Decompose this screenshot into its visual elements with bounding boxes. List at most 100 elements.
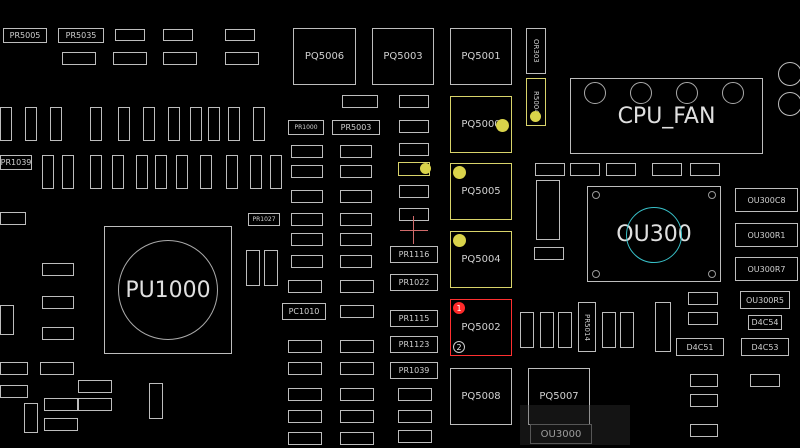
component-small[interactable] bbox=[291, 145, 323, 158]
component-small[interactable] bbox=[44, 398, 78, 411]
component-small[interactable] bbox=[540, 312, 554, 348]
pin-1-marker[interactable]: 1 bbox=[453, 302, 465, 314]
component-small[interactable] bbox=[288, 388, 322, 401]
component-small[interactable] bbox=[340, 340, 374, 353]
component-small[interactable] bbox=[250, 155, 262, 189]
component-small[interactable] bbox=[149, 383, 163, 419]
component-ou300c8[interactable]: OU300C8 bbox=[735, 188, 798, 212]
component-pq5001[interactable]: PQ5001 bbox=[450, 28, 512, 85]
component-d4c53[interactable]: D4C53 bbox=[741, 338, 789, 356]
component-small[interactable] bbox=[225, 52, 259, 65]
component-pr5005[interactable]: PR5005 bbox=[3, 28, 47, 43]
component-small[interactable] bbox=[398, 388, 432, 401]
component-small[interactable] bbox=[115, 29, 145, 41]
component-pr5003[interactable]: PR5003 bbox=[332, 120, 380, 135]
component-small[interactable] bbox=[340, 410, 374, 423]
component-small[interactable] bbox=[688, 292, 718, 305]
component-small[interactable] bbox=[399, 185, 429, 198]
component-small[interactable] bbox=[399, 120, 429, 133]
component-small[interactable] bbox=[208, 107, 220, 141]
pin-2-marker[interactable]: 2 bbox=[453, 341, 465, 353]
component-small[interactable] bbox=[42, 155, 54, 189]
component-small[interactable] bbox=[340, 362, 374, 375]
component-small[interactable] bbox=[340, 213, 372, 226]
component-small[interactable] bbox=[44, 418, 78, 431]
component-pq5006[interactable]: PQ5006 bbox=[293, 28, 356, 85]
component-small[interactable] bbox=[288, 432, 322, 445]
component-small[interactable] bbox=[340, 190, 372, 203]
component-small[interactable] bbox=[42, 327, 74, 340]
component-pr1115[interactable]: PR1115 bbox=[390, 310, 438, 327]
component-small[interactable] bbox=[0, 107, 12, 141]
component-small[interactable] bbox=[340, 233, 372, 246]
component-small[interactable] bbox=[570, 163, 600, 176]
component-pq5003[interactable]: PQ5003 bbox=[372, 28, 434, 85]
component-small[interactable] bbox=[253, 107, 265, 141]
component-small[interactable] bbox=[190, 107, 202, 141]
component-small[interactable] bbox=[620, 312, 634, 348]
component-small[interactable] bbox=[778, 92, 800, 116]
component-small[interactable] bbox=[602, 312, 616, 348]
component-small[interactable] bbox=[558, 312, 572, 348]
component-small[interactable] bbox=[40, 362, 74, 375]
component-small[interactable] bbox=[118, 107, 130, 141]
component-small[interactable] bbox=[342, 95, 378, 108]
component-small[interactable] bbox=[0, 212, 26, 225]
component-small[interactable] bbox=[136, 155, 148, 189]
component-small[interactable] bbox=[90, 107, 102, 141]
component-small[interactable] bbox=[536, 180, 560, 240]
component-small[interactable] bbox=[225, 29, 255, 41]
component-small[interactable] bbox=[340, 305, 374, 318]
component-small[interactable] bbox=[291, 165, 323, 178]
component-pr1116[interactable]: PR1116 bbox=[390, 246, 438, 263]
component-small[interactable] bbox=[398, 430, 432, 443]
component-ou300r5[interactable]: OU300R5 bbox=[740, 291, 790, 309]
component-small[interactable] bbox=[42, 263, 74, 276]
component-pr1027[interactable]: PR1027 bbox=[248, 213, 280, 226]
component-pr1022[interactable]: PR1022 bbox=[390, 274, 438, 291]
component-small[interactable] bbox=[399, 95, 429, 108]
component-small[interactable] bbox=[42, 296, 74, 309]
component-small[interactable] bbox=[291, 190, 323, 203]
component-pc1010[interactable]: PC1010 bbox=[282, 303, 326, 320]
component-ou300r1[interactable]: OU300R1 bbox=[735, 223, 798, 247]
component-small[interactable] bbox=[606, 163, 636, 176]
component-small[interactable] bbox=[0, 385, 28, 398]
component-small[interactable] bbox=[398, 410, 432, 423]
component-small[interactable] bbox=[535, 163, 565, 176]
component-pr1123[interactable]: PR1123 bbox=[390, 336, 438, 353]
component-small[interactable] bbox=[750, 374, 780, 387]
component-small[interactable] bbox=[270, 155, 282, 189]
component-small[interactable] bbox=[246, 250, 260, 286]
component-small[interactable] bbox=[690, 424, 718, 437]
component-small[interactable] bbox=[24, 403, 38, 433]
component-small[interactable] bbox=[0, 305, 14, 335]
component-small[interactable] bbox=[340, 145, 372, 158]
component-small[interactable] bbox=[288, 280, 322, 293]
component-or303[interactable]: OR303 bbox=[526, 28, 546, 74]
component-small[interactable] bbox=[291, 255, 323, 268]
component-small[interactable] bbox=[340, 280, 374, 293]
component-small[interactable] bbox=[655, 302, 671, 352]
component-small[interactable] bbox=[291, 213, 323, 226]
component-small[interactable] bbox=[176, 155, 188, 189]
component-small[interactable] bbox=[399, 143, 429, 156]
component-small[interactable] bbox=[25, 107, 37, 141]
component-small[interactable] bbox=[652, 163, 682, 176]
component-d4c54[interactable]: D4C54 bbox=[748, 315, 782, 330]
component-pr5035[interactable]: PR5035 bbox=[58, 28, 104, 43]
component-ou300r7[interactable]: OU300R7 bbox=[735, 257, 798, 281]
component-small[interactable] bbox=[78, 398, 112, 411]
component-small[interactable] bbox=[78, 380, 112, 393]
component-small[interactable] bbox=[62, 155, 74, 189]
component-small[interactable] bbox=[520, 312, 534, 348]
component-pr5014[interactable]: PR5014 bbox=[578, 302, 596, 352]
component-small[interactable] bbox=[288, 340, 322, 353]
component-small[interactable] bbox=[200, 155, 212, 189]
component-small[interactable] bbox=[534, 247, 564, 260]
component-small[interactable] bbox=[143, 107, 155, 141]
component-small[interactable] bbox=[291, 233, 323, 246]
component-pr1039b[interactable]: PR1039 bbox=[390, 362, 438, 379]
component-small[interactable] bbox=[690, 394, 718, 407]
